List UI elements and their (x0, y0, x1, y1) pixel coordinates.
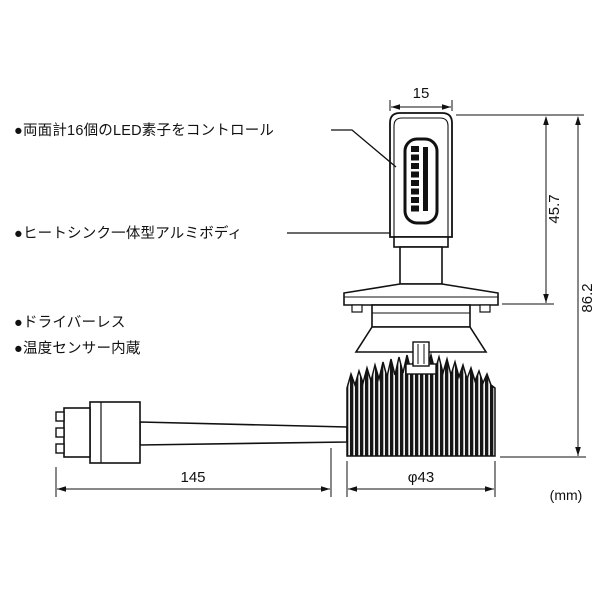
connector-shroud (63, 407, 91, 458)
connector-pin-3 (55, 443, 65, 454)
flange-tab-left (351, 304, 363, 313)
flange-tab-right (479, 304, 491, 313)
dimension-upper-height (456, 114, 584, 305)
dim-label-heatsink-diameter: φ43 (408, 469, 434, 486)
dim-label-head-width: 15 (413, 85, 430, 102)
arrow-862-top (575, 116, 581, 125)
bulb-neck (399, 246, 443, 285)
dim-label-upper-height: 45.7 (546, 194, 563, 223)
arrow-145-left (57, 486, 66, 492)
feature-label-led-control: ●両面計16個のLED素子をコントロール (14, 122, 274, 139)
arrow-862-bottom (575, 447, 581, 456)
bulb-flange (343, 283, 499, 313)
led-chips (411, 146, 419, 212)
unit-label: (mm) (550, 487, 583, 503)
arrow-15-right (442, 104, 451, 110)
arrow-d43-right (485, 486, 494, 492)
dimension-head-width (389, 100, 453, 111)
bulb-taper (354, 326, 488, 353)
dimension-overall-height (500, 117, 586, 458)
dimension-heatsink-diameter (346, 461, 496, 497)
feature-label-driverless: ●ドライバーレス (14, 315, 126, 331)
dimension-cable-length (55, 448, 332, 497)
bulb-head (389, 112, 453, 238)
connector-pin-2 (55, 427, 65, 438)
bulb-head-inner-line (393, 117, 449, 237)
connector-pin-1 (55, 411, 65, 422)
led-window (403, 137, 439, 225)
dim-label-cable-length: 145 (180, 469, 205, 486)
bulb-collar (393, 236, 449, 248)
cable (139, 421, 348, 446)
arrow-d43-left (348, 486, 357, 492)
bulb-stem (371, 304, 471, 328)
arrow-457-bottom (543, 294, 549, 303)
feature-label-temp-sensor: ●温度センサー内蔵 (14, 340, 141, 357)
feature-label-heatsink-body: ●ヒートシンク一体型アルミボディ (14, 224, 242, 242)
led-center-bar (423, 147, 428, 211)
dim-label-overall-height: 86.2 (579, 283, 596, 312)
leader-line-led-control (331, 129, 397, 168)
center-shaft (412, 341, 430, 367)
connector-body (89, 401, 141, 464)
flange-plate (343, 283, 499, 306)
arrow-15-left (391, 104, 400, 110)
connector-plug (55, 401, 141, 464)
arrow-457-top (543, 116, 549, 125)
arrow-145-right (321, 486, 330, 492)
